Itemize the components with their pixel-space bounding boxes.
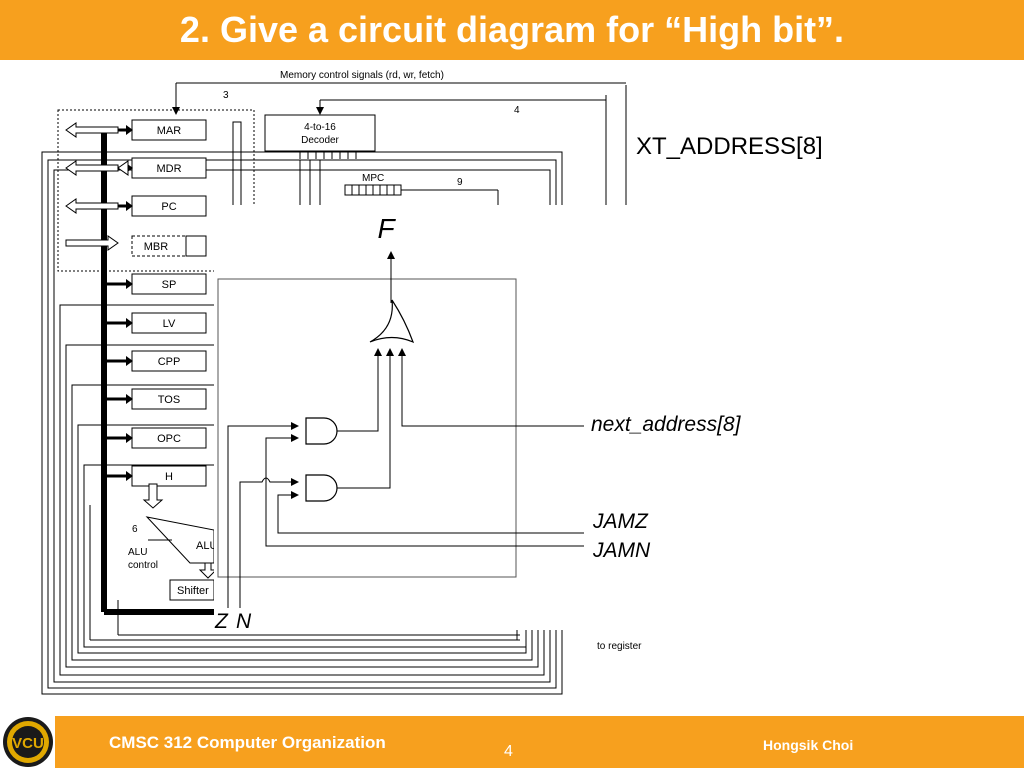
and-gate-top	[305, 417, 338, 445]
decoder-input-width: 4	[514, 105, 520, 116]
title-bar	[0, 0, 1024, 60]
alu-control-label-2: control	[128, 560, 158, 571]
memory-control-label: Memory control signals (rd, wr, fetch)	[280, 70, 444, 81]
decoder-label-1: 4-to-16	[304, 122, 336, 133]
or-gate	[369, 299, 415, 344]
to-register-label: to register	[597, 641, 642, 652]
input-z-label: Z	[214, 610, 229, 633]
high-bit-circuit: F next_address[8] JAMZ JAMN Z N	[214, 205, 742, 633]
register-mbr: MBR	[144, 241, 169, 253]
register-h: H	[165, 471, 173, 483]
register-mar: MAR	[157, 125, 182, 137]
footer-course: CMSC 312 Computer Organization	[109, 733, 386, 752]
output-f-label: F	[377, 213, 396, 244]
and-gate-bottom	[305, 474, 338, 502]
register-labels: MAR MDR PC MBR SP LV CPP TOS OPC H	[144, 125, 182, 483]
register-tos: TOS	[158, 394, 180, 406]
logo-text: VCU	[12, 735, 44, 752]
mpc-label: MPC	[362, 173, 384, 184]
background-signal-text: XT_ADDRESS[8]	[636, 133, 823, 160]
slide-title: 2. Give a circuit diagram for “High bit”…	[179, 9, 845, 50]
input-next-address-label: next_address[8]	[591, 413, 742, 436]
input-jamn-label: JAMN	[592, 539, 651, 562]
shifter-label: Shifter	[177, 585, 209, 597]
vcu-logo: VCU	[3, 717, 53, 767]
input-n-label: N	[236, 610, 252, 633]
alu-control-width: 6	[132, 524, 138, 535]
register-lv: LV	[163, 318, 176, 330]
register-cpp: CPP	[158, 356, 181, 368]
memory-control-width: 3	[223, 90, 229, 101]
decoder-label-2: Decoder	[301, 135, 339, 146]
alu-control-label-1: ALU	[128, 547, 147, 558]
mpc-width: 9	[457, 177, 463, 188]
register-input-arrows	[104, 125, 133, 481]
datapath-labels: Memory control signals (rd, wr, fetch) 3…	[128, 70, 642, 652]
alu-label: ALU	[196, 540, 217, 552]
circuit-figure: MAR MDR PC MBR SP LV CPP TOS OPC H Memor…	[41, 70, 742, 695]
footer-bar	[55, 716, 1024, 768]
register-sp: SP	[162, 279, 177, 291]
input-jamz-label: JAMZ	[592, 510, 649, 533]
footer-author: Hongsik Choi	[763, 737, 854, 753]
register-opc: OPC	[157, 433, 181, 445]
footer-page-number: 4	[504, 743, 513, 760]
register-pc: PC	[161, 201, 176, 213]
register-mdr: MDR	[156, 163, 181, 175]
